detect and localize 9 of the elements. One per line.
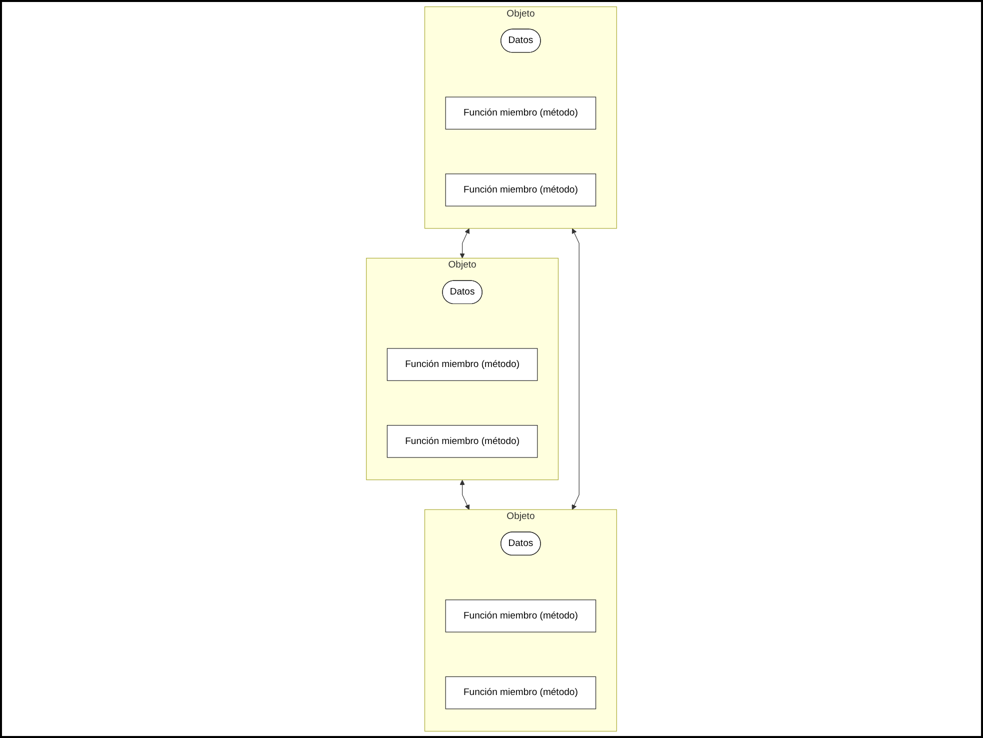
node-box: Función miembro (método)	[445, 96, 596, 130]
node-box: Función miembro (método)	[445, 174, 596, 206]
arrow	[460, 480, 470, 510]
arrow	[572, 228, 580, 510]
node-box: Función miembro (método)	[386, 348, 538, 381]
node-box: Función miembro (método)	[445, 600, 596, 632]
node-box: Función miembro (método)	[386, 425, 538, 458]
arrow	[460, 228, 470, 258]
node-box: Función miembro (método)	[445, 676, 596, 710]
